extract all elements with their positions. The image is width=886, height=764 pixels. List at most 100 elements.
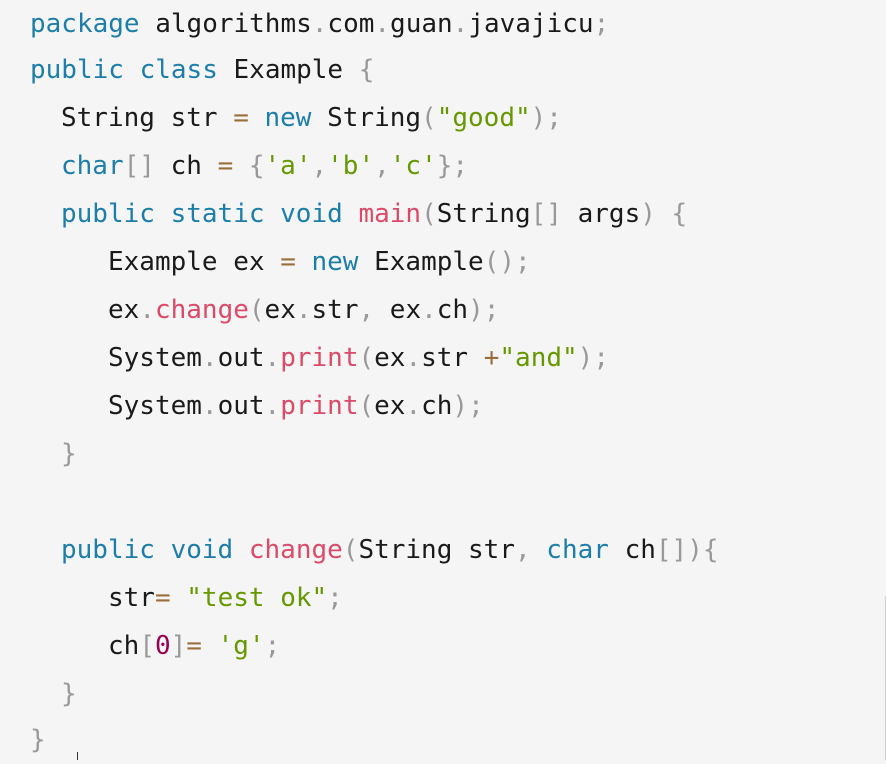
code-token xyxy=(343,199,359,229)
code-token: ; xyxy=(546,103,562,133)
code-token: = xyxy=(154,583,171,613)
code-token: String str xyxy=(61,103,234,133)
code-token: ( xyxy=(483,247,500,277)
code-line: public void change(String str, char ch[]… xyxy=(61,526,719,574)
code-token: str xyxy=(311,295,359,325)
code-token: ch xyxy=(436,295,469,325)
code-line: public class Example { xyxy=(30,46,374,94)
code-line: char[] ch = {'a','b','c'}; xyxy=(61,142,468,190)
code-token: package xyxy=(30,9,140,39)
code-token: = xyxy=(233,103,249,133)
code-line: } xyxy=(61,670,77,718)
code-token: Example xyxy=(358,247,484,277)
code-token: ) xyxy=(577,343,594,373)
code-token: 'a' xyxy=(264,151,312,181)
code-token: main xyxy=(358,199,422,229)
code-line: ex.change(ex.str, ex.ch); xyxy=(108,286,499,334)
code-token: change xyxy=(248,535,343,565)
code-token: ch xyxy=(108,631,140,661)
code-token: ; xyxy=(515,247,531,277)
code-token: ( xyxy=(248,295,265,325)
code-token: . xyxy=(452,9,469,39)
code-token: Example xyxy=(217,55,359,85)
code-token: ) xyxy=(640,199,656,229)
code-token: . xyxy=(139,295,155,325)
code-token: out xyxy=(217,343,265,373)
code-token: 0 xyxy=(154,631,171,661)
code-token: "good" xyxy=(436,103,531,133)
code-token: = xyxy=(186,631,202,661)
code-token: ex xyxy=(264,295,296,325)
code-token: { xyxy=(702,535,719,565)
code-token: algorithms xyxy=(139,9,312,39)
code-token: public xyxy=(30,55,124,85)
code-token: static xyxy=(170,199,265,229)
code-token: public xyxy=(61,535,155,565)
code-token: . xyxy=(421,295,437,325)
code-token: } xyxy=(30,725,46,755)
code-token: class xyxy=(139,55,218,85)
code-token: . xyxy=(201,391,218,421)
code-token xyxy=(296,247,312,277)
code-line: System.out.print(ex.ch); xyxy=(108,382,484,430)
code-token: guan xyxy=(390,9,453,39)
code-token: print xyxy=(280,391,359,421)
code-token: void xyxy=(280,199,343,229)
code-token: + xyxy=(483,343,500,373)
code-token: ( xyxy=(342,535,359,565)
code-token: } xyxy=(436,151,453,181)
code-token: ) xyxy=(499,247,516,277)
code-token: ( xyxy=(421,103,437,133)
code-token: str xyxy=(421,343,484,373)
code-token: args xyxy=(561,199,641,229)
code-token: "and" xyxy=(499,343,578,373)
code-token: { xyxy=(358,55,375,85)
code-token: ; xyxy=(593,343,609,373)
code-token xyxy=(656,199,672,229)
code-token: . xyxy=(264,343,281,373)
code-token: ( xyxy=(358,391,375,421)
code-token: [ xyxy=(139,631,155,661)
code-token: ) xyxy=(452,391,469,421)
code-token: . xyxy=(311,9,328,39)
code-token: ) xyxy=(530,103,547,133)
code-token: "test ok" xyxy=(186,583,328,613)
code-token: ex xyxy=(374,295,422,325)
code-token: char xyxy=(61,151,124,181)
code-token xyxy=(531,535,547,565)
code-token: ) xyxy=(468,295,484,325)
code-token: out xyxy=(217,391,265,421)
code-token xyxy=(249,103,265,133)
code-token: ; xyxy=(264,631,281,661)
code-token: String xyxy=(436,199,531,229)
code-token: [] xyxy=(123,151,155,181)
code-token: ( xyxy=(421,199,437,229)
code-line: Example ex = new Example(); xyxy=(108,238,531,286)
code-token: 'c' xyxy=(389,151,437,181)
code-token: . xyxy=(201,343,218,373)
code-token: = xyxy=(280,247,296,277)
text-cursor xyxy=(77,752,78,760)
code-token: ex xyxy=(374,343,406,373)
code-token: System xyxy=(108,343,202,373)
code-token: } xyxy=(61,679,77,709)
code-token: str xyxy=(108,583,155,613)
code-token: . xyxy=(405,391,422,421)
code-token: ; xyxy=(468,391,484,421)
code-line: ch[0]= 'g'; xyxy=(108,622,280,670)
code-token: com xyxy=(327,9,375,39)
code-token: ch xyxy=(608,535,656,565)
code-token: String xyxy=(311,103,422,133)
code-token: . xyxy=(264,391,281,421)
code-token: change xyxy=(154,295,249,325)
code-token: , xyxy=(311,151,328,181)
code-token: Example ex xyxy=(108,247,281,277)
code-token: new xyxy=(311,247,359,277)
code-token: . xyxy=(295,295,312,325)
code-token: new xyxy=(264,103,312,133)
code-token: char xyxy=(546,535,609,565)
code-token: print xyxy=(280,343,359,373)
code-token xyxy=(233,535,249,565)
code-line: package algorithms.com.guan.javajicu; xyxy=(30,0,609,48)
